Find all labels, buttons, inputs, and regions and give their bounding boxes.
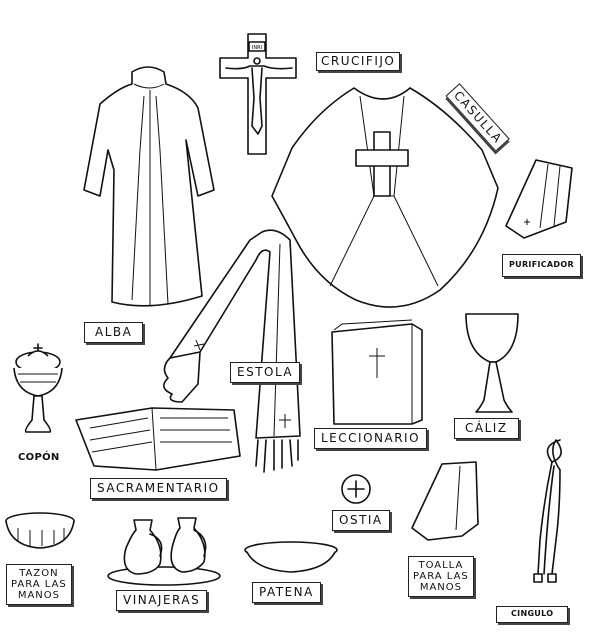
cingulo-drawing <box>533 439 562 583</box>
caliz-drawing <box>465 313 519 413</box>
label-tazon-line3: MANOS <box>17 590 60 601</box>
casulla-drawing <box>271 87 499 308</box>
label-toalla-line2: PARA LAS <box>413 571 469 582</box>
alba-drawing <box>83 66 215 307</box>
label-tazon-line1: TAZON <box>19 568 59 579</box>
toalla-drawing <box>411 461 479 541</box>
label-purificador: PURIFICADOR <box>502 254 581 277</box>
vinajeras-drawing <box>107 517 221 586</box>
ostia-drawing <box>341 474 371 504</box>
label-leccionario: LECCIONARIO <box>314 428 428 450</box>
label-ostia: OSTIA <box>332 510 390 532</box>
label-estola: ESTOLA <box>230 362 301 384</box>
label-patena: PATENA <box>252 582 321 604</box>
label-cingulo: CINGULO <box>496 606 569 623</box>
label-alba: ALBA <box>84 322 144 344</box>
label-toalla: TOALLA PARA LAS MANOS <box>408 556 474 597</box>
label-copon: COPÓN <box>18 452 60 463</box>
patena-drawing <box>244 541 338 573</box>
label-toalla-line3: MANOS <box>419 582 462 593</box>
leccionario-drawing <box>331 319 423 425</box>
label-crucifijo: CRUCIFIJO <box>316 52 401 72</box>
label-caliz: CÁLIZ <box>454 418 519 440</box>
label-toalla-line1: TOALLA <box>418 560 464 571</box>
label-sacramentario: SACRAMENTARIO <box>90 478 227 500</box>
sacramentario-drawing <box>75 407 241 471</box>
purificador-drawing <box>505 159 573 239</box>
copon-drawing <box>13 343 63 433</box>
label-tazon: TAZON PARA LAS MANOS <box>6 564 72 605</box>
label-tazon-line2: PARA LAS <box>11 579 67 590</box>
label-vinajeras: VINAJERAS <box>116 590 208 612</box>
crucifix-drawing: INRI <box>219 33 297 155</box>
tazon-drawing <box>5 512 75 549</box>
estola-drawing <box>163 229 301 473</box>
inri-text: INRI <box>252 45 262 51</box>
